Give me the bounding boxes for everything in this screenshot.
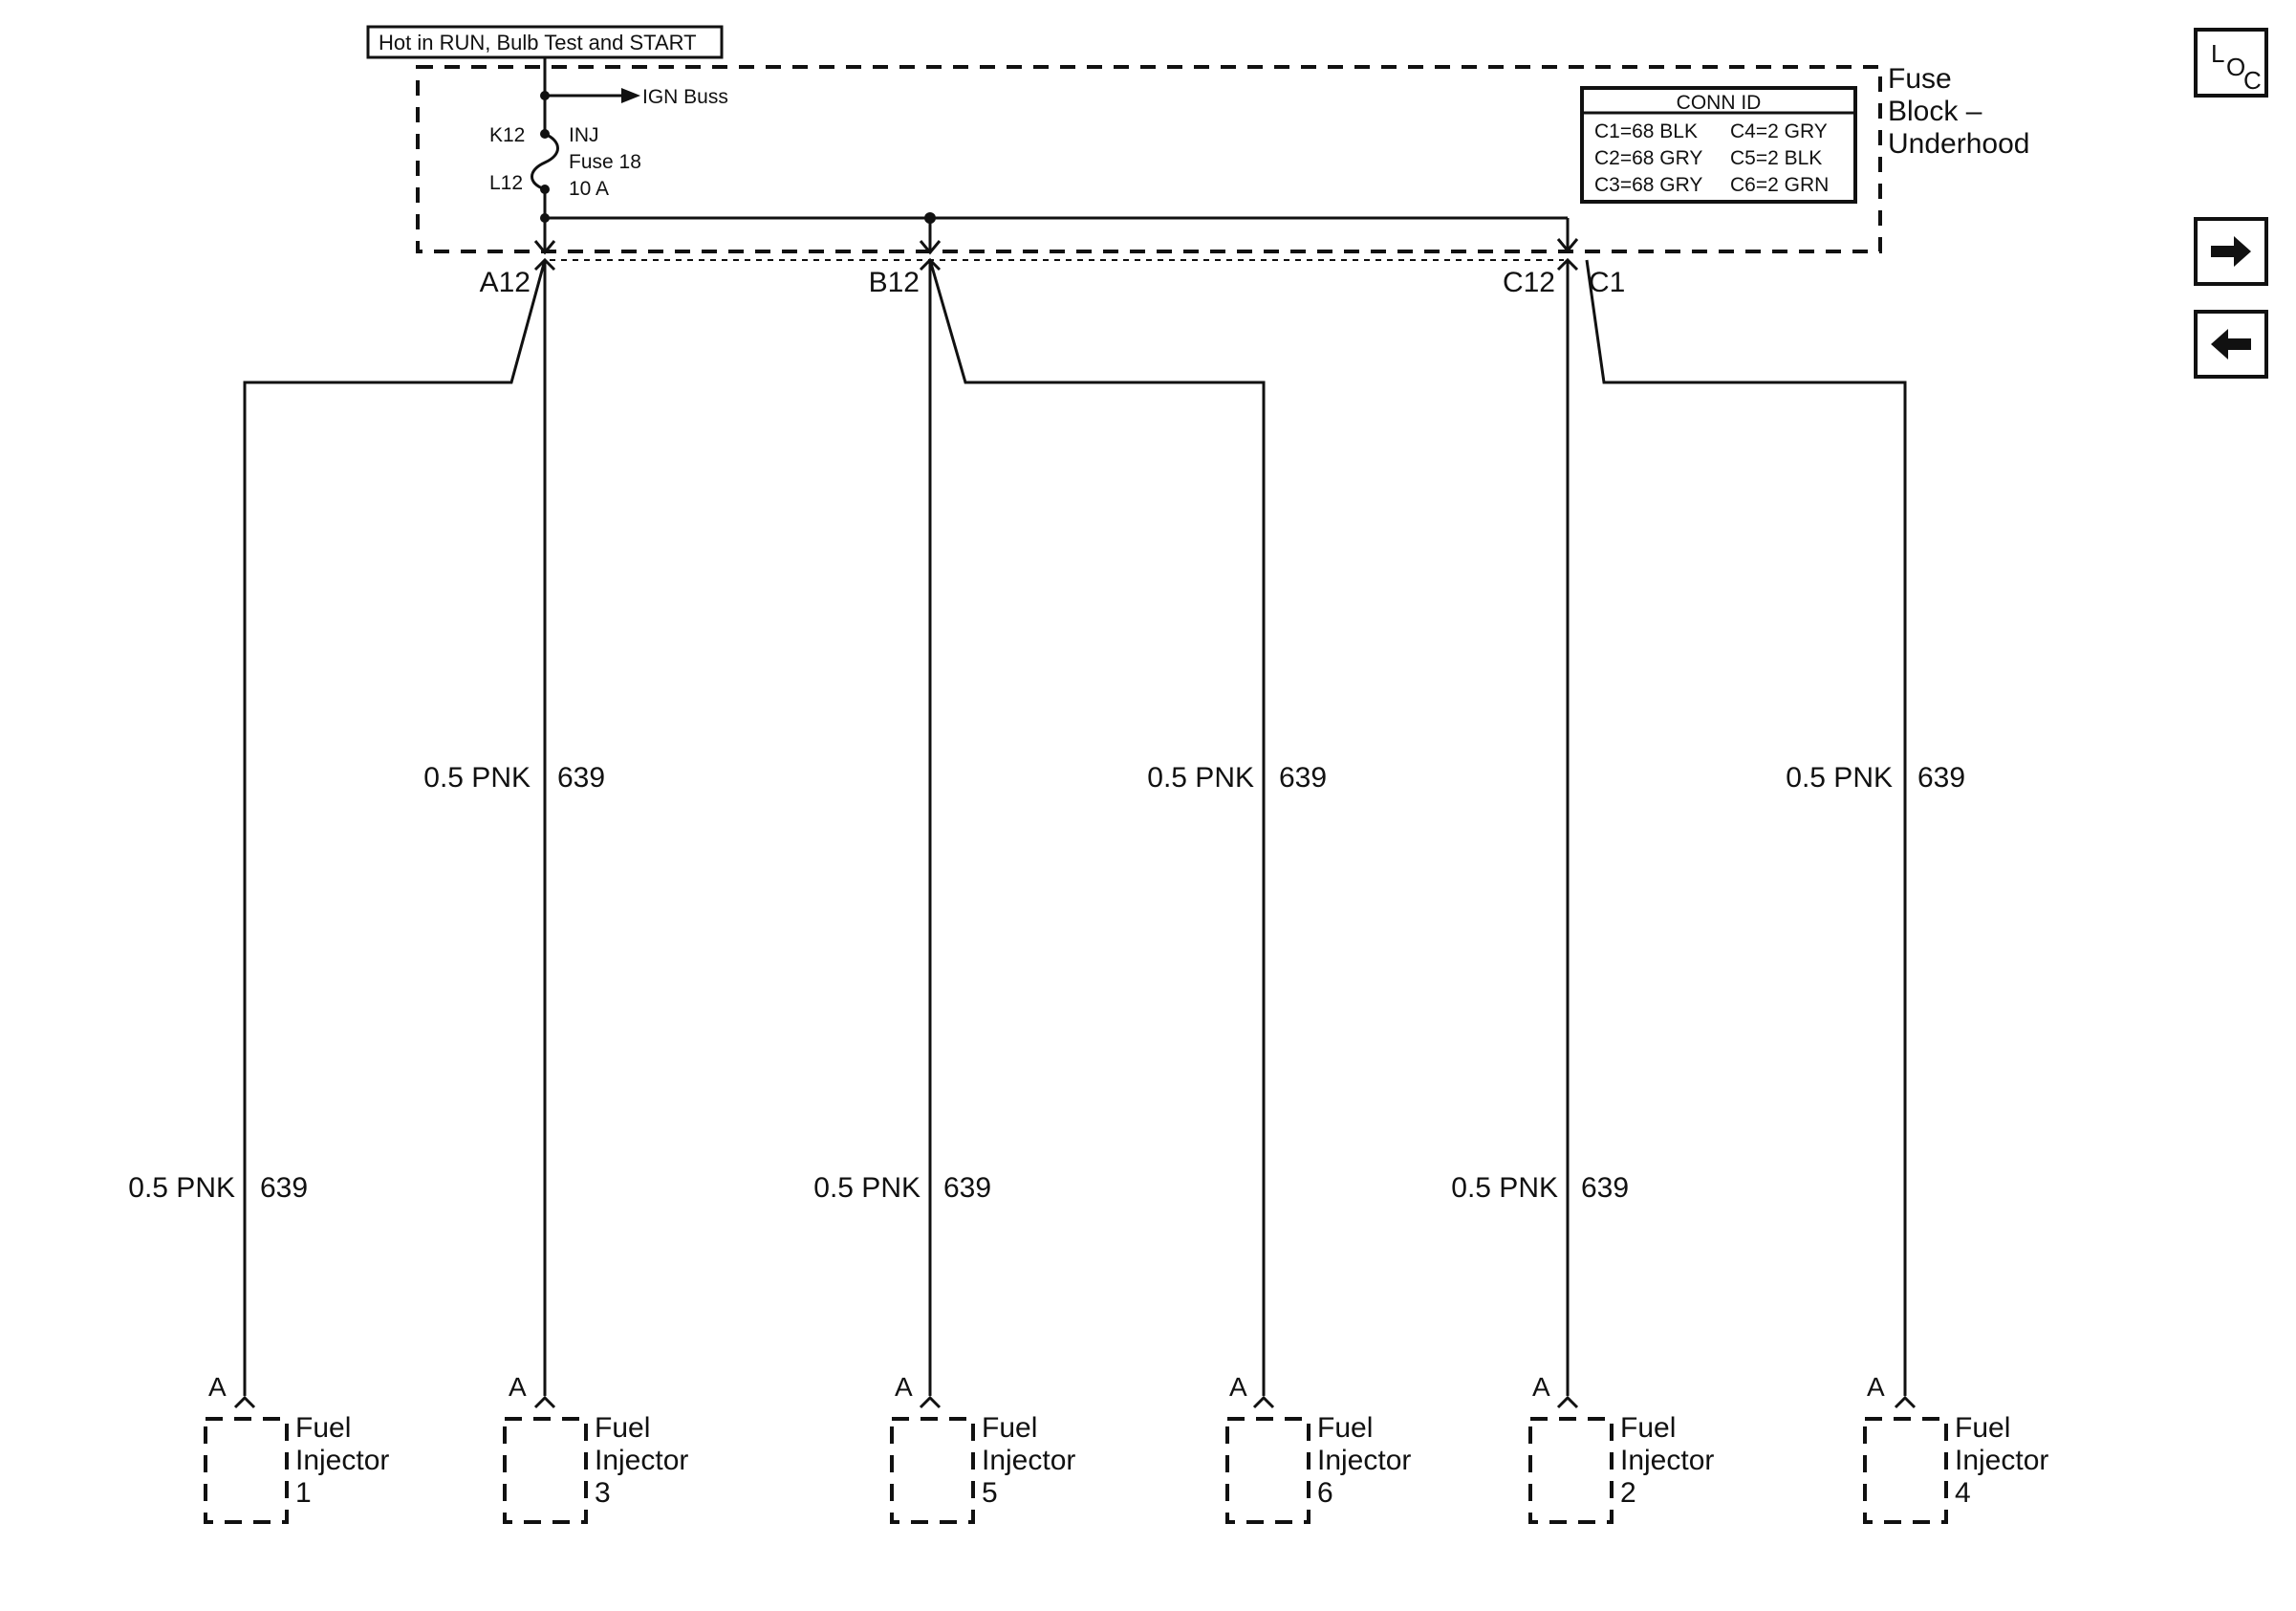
wire-label-circuit: 639	[1279, 762, 1327, 794]
conn-id-c5: C5=2 BLK	[1730, 147, 1822, 169]
wire-label-gauge: 0.5 PNK	[423, 762, 531, 794]
loc-letter-c: C	[2243, 66, 2262, 95]
fuse-rating: 10 A	[569, 178, 609, 200]
conn-id-box	[1580, 86, 1857, 204]
fuse-block-outline	[416, 65, 1882, 253]
injector-2-pin: A	[1532, 1372, 1550, 1402]
injector-3-number: 3	[595, 1477, 611, 1509]
fuse-block-title-2: Block –	[1888, 96, 1982, 127]
connector-a12: A12	[480, 267, 531, 298]
injector-6-pin: A	[1229, 1372, 1247, 1402]
injector-1-pin: A	[208, 1372, 227, 1402]
location-button[interactable]: L O C	[2194, 28, 2268, 98]
fuel-injector-3-box	[503, 1417, 588, 1524]
fuse-block-title-3: Underhood	[1888, 128, 2029, 160]
injector-2-label-1: Fuel	[1620, 1412, 1676, 1444]
wire-label-gauge: 0.5 PNK	[1147, 762, 1254, 794]
injector-3-pin: A	[509, 1372, 527, 1402]
ign-buss-arrow-icon	[621, 88, 640, 103]
fuel-injector-1-box	[204, 1417, 289, 1524]
fuse-symbol	[531, 132, 559, 191]
fuel-injector-6-box	[1225, 1417, 1310, 1524]
pin-l12: L12	[489, 172, 523, 194]
injector-6-number: 6	[1317, 1477, 1333, 1509]
fuse-name: INJ	[569, 124, 599, 146]
previous-page-button[interactable]	[2194, 310, 2268, 379]
hot-label: Hot in RUN, Bulb Test and START	[379, 31, 697, 54]
injector-1-label-2: Injector	[295, 1445, 389, 1476]
ign-buss-label: IGN Buss	[642, 86, 728, 108]
connector-c1: C1	[1589, 267, 1625, 298]
conn-id-title: CONN ID	[1677, 92, 1762, 114]
injector-6-label-1: Fuel	[1317, 1412, 1373, 1444]
pin-k12: K12	[489, 124, 525, 146]
wire-label-circuit: 639	[260, 1172, 308, 1204]
next-page-button[interactable]	[2194, 217, 2268, 286]
arrow-left-icon	[2211, 329, 2251, 359]
wire-label-circuit: 639	[943, 1172, 991, 1204]
injector-3-label-2: Injector	[595, 1445, 688, 1476]
injector-4-pin: A	[1867, 1372, 1885, 1402]
conn-id-c3: C3=68 GRY	[1594, 174, 1702, 196]
fuel-injector-5-box	[890, 1417, 975, 1524]
fuse-block-title-1: Fuse	[1888, 63, 1952, 95]
injector-4-label-2: Injector	[1955, 1445, 2048, 1476]
loc-letter-o: O	[2226, 53, 2246, 81]
injector-5-number: 5	[982, 1477, 998, 1509]
injector-2-label-2: Injector	[1620, 1445, 1714, 1476]
injector-2-number: 2	[1620, 1477, 1636, 1509]
wire-label-gauge: 0.5 PNK	[1786, 762, 1893, 794]
injector-3-label-1: Fuel	[595, 1412, 650, 1444]
fuel-injector-2-box	[1528, 1417, 1614, 1524]
connector-c12: C12	[1503, 267, 1555, 298]
conn-id-c1: C1=68 BLK	[1594, 120, 1698, 142]
wire-label-gauge: 0.5 PNK	[128, 1172, 235, 1204]
wire-injector-4	[1585, 259, 1907, 1396]
wire-label-gauge: 0.5 PNK	[813, 1172, 921, 1204]
injector-5-label-2: Injector	[982, 1445, 1075, 1476]
fuel-injector-4-box	[1863, 1417, 1948, 1524]
conn-id-c4: C4=2 GRY	[1730, 120, 1828, 142]
loc-letter-l: L	[2211, 39, 2225, 68]
injector-4-number: 4	[1955, 1477, 1971, 1509]
wire-label-gauge: 0.5 PNK	[1451, 1172, 1558, 1204]
wire-label-circuit: 639	[557, 762, 605, 794]
conn-id-c6: C6=2 GRN	[1730, 174, 1829, 196]
connector-b12: B12	[869, 267, 920, 298]
wire-label-circuit: 639	[1581, 1172, 1629, 1204]
fuse-number: Fuse 18	[569, 151, 641, 173]
wire-injector-6	[928, 259, 1266, 1396]
wire-label-circuit: 639	[1917, 762, 1965, 794]
injector-6-label-2: Injector	[1317, 1445, 1411, 1476]
injector-1-number: 1	[295, 1477, 312, 1509]
injector-1-label-1: Fuel	[295, 1412, 351, 1444]
arrow-right-icon	[2211, 236, 2251, 267]
wire-injector-1	[243, 259, 547, 1396]
injector-5-label-1: Fuel	[982, 1412, 1037, 1444]
injector-5-pin: A	[895, 1372, 913, 1402]
conn-id-c2: C2=68 GRY	[1594, 147, 1702, 169]
injector-4-label-1: Fuel	[1955, 1412, 2010, 1444]
